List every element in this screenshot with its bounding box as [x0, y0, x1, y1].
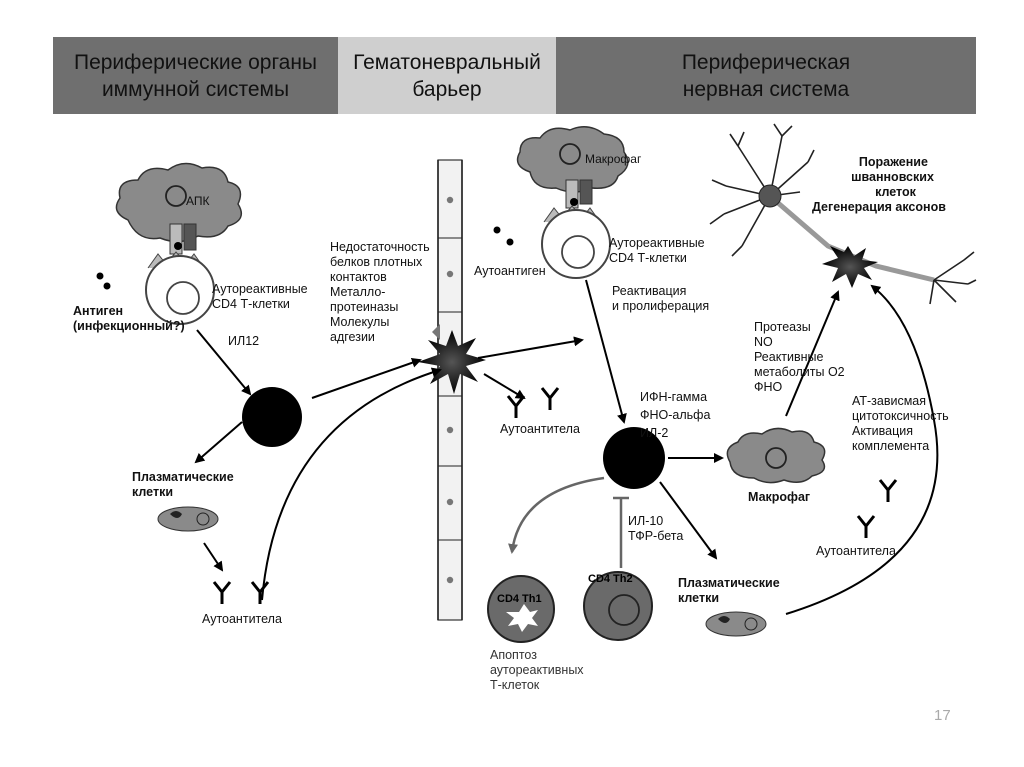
at-dependent-cytotoxicity-label: АТ-зависмая цитотоксичность Активация ко… — [852, 394, 949, 454]
at-line-1: АТ-зависмая — [852, 394, 927, 408]
cytokines-label: ИФН-гамма ФНО-альфа ИЛ-2 — [640, 388, 710, 442]
autoreactive-right-line-2: CD4 Т-клетки — [609, 251, 687, 265]
apoptosis-line-2: аутореактивных — [490, 663, 584, 677]
mediator-no: NO — [754, 335, 773, 349]
barrier-factor-6: Молекулы — [330, 315, 390, 329]
autoreactive-left-line-2: CD4 Т-клетки — [212, 297, 290, 311]
activated-t-cell-left — [242, 387, 302, 447]
mediators-label: Протеазы NO Реактивные метаболиты О2 ФНО — [754, 320, 845, 395]
plasma-right-line-2: клетки — [678, 591, 720, 605]
cd4-th2-label: CD4 Th2 — [588, 573, 633, 585]
activated-t-cell-right — [603, 427, 665, 489]
barrier-breach-burst — [418, 330, 486, 394]
cd4-th2-cell — [583, 571, 653, 641]
antibody-icon — [506, 387, 560, 418]
macrophage-cloud-bottom — [726, 427, 826, 484]
barrier-factor-2: белков плотных — [330, 255, 423, 269]
plasma-left-line-1: Плазматические — [132, 470, 234, 484]
mediator-reactive: Реактивные — [754, 350, 824, 364]
header-peripheral-nervous-system: Периферическая нервная система — [556, 37, 976, 114]
autoantibodies-right-label: Аутоантитела — [816, 544, 896, 558]
antigen-dot — [103, 282, 111, 290]
barrier-factor-7: адгезии — [330, 330, 375, 344]
tgf-line: ТФР-бета — [628, 529, 684, 543]
header-peripheral-immune-organs: Периферические органы иммунной системы — [53, 37, 338, 114]
mediator-tnf: ФНО — [754, 380, 783, 394]
header-blood-nerve-barrier: Гематоневральный барьер — [338, 37, 556, 114]
axon-damage-burst — [822, 246, 878, 288]
barrier-factors-label: Недостаточность белков плотных контактов… — [330, 240, 430, 345]
barrier-factor-4: Металло- — [330, 285, 386, 299]
header-right-line-2: нервная система — [682, 77, 850, 101]
apoptosis-line-3: Т-клеток — [490, 678, 540, 692]
cd4-th1-label: CD4 Th1 — [497, 593, 542, 605]
plasma-right-line-1: Плазматические — [678, 576, 780, 590]
antigen-label-line-2: (инфекционный?) — [73, 319, 185, 333]
cytokine-il2: ИЛ-2 — [640, 426, 669, 440]
neuron-soma — [758, 184, 782, 208]
header-middle-line-2: барьер — [412, 77, 482, 101]
at-line-4: комплемента — [852, 439, 930, 453]
barrier-factor-1: Недостаточность — [330, 240, 430, 254]
barrier-factor-3: контактов — [330, 270, 387, 284]
barrier-factor-5: протеиназы — [330, 300, 399, 314]
antigen-label-line-1: Антиген — [73, 304, 124, 318]
damage-line-2: шванновских — [851, 170, 934, 184]
autoreactive-left-line-1: Аутореактивные — [212, 282, 308, 296]
damage-label: Поражение шванновских клеток Дегенерация… — [812, 155, 946, 215]
il10-line: ИЛ-10 — [628, 514, 664, 528]
macrophage-bottom-label: Макрофаг — [748, 490, 811, 504]
autoantibodies-left-label: Аутоантитела — [202, 612, 282, 626]
autoantigen-dot — [506, 238, 514, 246]
damage-line-3: клеток — [875, 185, 916, 199]
barrier-column — [432, 159, 463, 621]
damage-line-1: Поражение — [858, 155, 928, 169]
at-line-2: цитотоксичность — [852, 409, 949, 423]
apoptosis-label: Апоптоз аутореактивных Т-клеток — [490, 648, 584, 693]
cytokine-tnf: ФНО-альфа — [640, 408, 711, 422]
autoantibodies-mid-label: Аутоантитела — [500, 422, 580, 436]
macrophage-cloud-top — [516, 126, 629, 193]
header-right-line-1: Периферическая — [681, 50, 851, 74]
apoptosis-line-1: Апоптоз — [490, 648, 537, 662]
header-left-line-1: Периферические органы — [73, 50, 318, 74]
macrophage-top-label: Макрофаг — [585, 152, 642, 166]
reactivation-line-1: Реактивация — [612, 284, 687, 298]
autoantigen-label: Аутоантиген — [474, 264, 546, 278]
at-line-3: Активация — [852, 424, 914, 438]
autoreactive-right-line-1: Аутореактивные — [609, 236, 705, 250]
plasma-left-line-2: клетки — [132, 485, 174, 499]
mediator-o2: метаболиты О2 — [754, 365, 845, 379]
antigen-label: Антиген(инфекционный?) — [73, 304, 185, 334]
header-middle-line-1: Гематоневральный — [353, 50, 541, 74]
il12-label: ИЛ12 — [228, 334, 260, 348]
apc-label: АПК — [186, 194, 209, 208]
antigen-dot — [96, 272, 104, 280]
autoantigen-dot — [493, 226, 501, 234]
damage-line-4: Дегенерация аксонов — [812, 200, 946, 214]
antibody-icon — [856, 479, 898, 538]
page-number: 17 — [934, 707, 951, 724]
header-left-line-2: иммунной системы — [101, 77, 290, 101]
antibody-icon — [212, 581, 270, 604]
mediator-proteases: Протеазы — [754, 320, 811, 334]
cytokine-ifn: ИФН-гамма — [640, 390, 708, 404]
reactivation-line-2: и пролиферация — [612, 299, 710, 313]
